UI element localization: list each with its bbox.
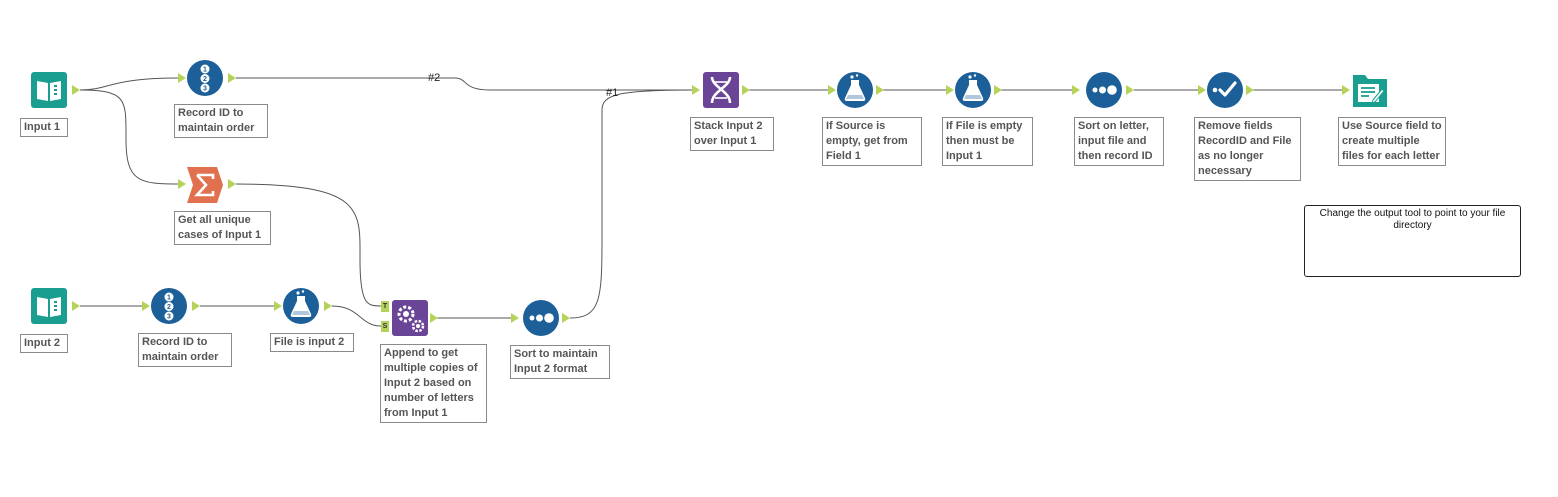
sigma-icon [187, 167, 223, 203]
comment-box[interactable]: Change the output tool to point to your … [1304, 205, 1521, 277]
append-label: Append to get multiple copies of Input 2… [380, 344, 487, 423]
formula-source-output-anchor[interactable] [876, 85, 884, 95]
dna-icon [703, 72, 739, 108]
input2-tool[interactable] [30, 287, 68, 325]
sort-final-tool[interactable] [1085, 71, 1123, 109]
record-id-icon: 1 2 3 [151, 288, 187, 324]
sort-final-input-anchor[interactable] [1072, 85, 1080, 95]
flask-icon [955, 72, 991, 108]
sort-final-output-anchor[interactable] [1126, 85, 1134, 95]
select-input-anchor[interactable] [1198, 85, 1206, 95]
formula-input2-label: File is input 2 [270, 333, 354, 352]
append-tool[interactable] [391, 299, 429, 337]
union-label: Stack Input 2 over Input 1 [690, 117, 774, 151]
wire-summarize-append [235, 183, 382, 307]
wire-input1-recordid [79, 77, 179, 91]
summarize-tool[interactable] [186, 166, 224, 204]
flask-icon [837, 72, 873, 108]
sort-final-label: Sort on letter, input file and then reco… [1074, 117, 1164, 166]
output-tool[interactable] [1351, 71, 1389, 109]
formula-input2-tool[interactable] [282, 287, 320, 325]
union-output-anchor[interactable] [742, 85, 750, 95]
svg-text:3: 3 [167, 314, 171, 321]
output-file-icon [1353, 75, 1387, 107]
union-input-anchor[interactable] [692, 85, 700, 95]
formula-source-tool[interactable] [836, 71, 874, 109]
recordid-bottom-output-anchor[interactable] [192, 301, 200, 311]
gears-icon [392, 300, 428, 336]
recordid-top-tool[interactable]: 1 2 3 [186, 59, 224, 97]
book-icon [31, 72, 67, 108]
select-label: Remove fields RecordID and File as no lo… [1194, 117, 1301, 181]
dots-icon [1086, 72, 1122, 108]
summarize-input-anchor[interactable] [178, 179, 186, 189]
wire-input1-summarize [79, 89, 179, 185]
select-tool[interactable] [1206, 71, 1244, 109]
union-tool[interactable] [702, 71, 740, 109]
recordid-top-output-anchor[interactable] [228, 73, 236, 83]
input1-label: Input 1 [20, 118, 68, 137]
wire-sort-union [569, 89, 695, 319]
sort-input2-output-anchor[interactable] [562, 313, 570, 323]
svg-text:2: 2 [167, 304, 171, 311]
recordid-bottom-label: Record ID to maintain order [138, 333, 232, 367]
sort-input2-input-anchor[interactable] [511, 313, 519, 323]
output-label: Use Source field to create multiple file… [1338, 117, 1446, 166]
svg-text:3: 3 [203, 86, 207, 93]
formula-source-input-anchor[interactable] [828, 85, 836, 95]
append-target-anchor[interactable]: T [381, 301, 389, 312]
flask-icon [283, 288, 319, 324]
sort-input2-tool[interactable] [522, 299, 560, 337]
svg-text:1: 1 [203, 67, 207, 74]
formula-file-label: If File is empty then must be Input 1 [942, 117, 1033, 166]
sort-input2-label: Sort to maintain Input 2 format [510, 345, 610, 379]
output-input-anchor[interactable] [1342, 85, 1350, 95]
recordid-bottom-input-anchor[interactable] [142, 301, 150, 311]
wire-label-2: #2 [428, 72, 441, 84]
wire-label-1: #1 [606, 87, 619, 99]
wire-recordid-union [236, 77, 694, 91]
formula-file-tool[interactable] [954, 71, 992, 109]
append-output-anchor[interactable] [430, 313, 438, 323]
recordid-bottom-tool[interactable]: 1 2 3 [150, 287, 188, 325]
formula-source-label: If Source is empty, get from Field 1 [822, 117, 922, 166]
wire-formula-append [331, 305, 382, 327]
formula-input2-input-anchor[interactable] [274, 301, 282, 311]
input2-label: Input 2 [20, 334, 68, 353]
input1-tool[interactable] [30, 71, 68, 109]
formula-input2-output-anchor[interactable] [324, 301, 332, 311]
record-id-icon: 1 2 3 [187, 60, 223, 96]
select-output-anchor[interactable] [1246, 85, 1254, 95]
input1-output-anchor[interactable] [72, 85, 80, 95]
recordid-top-label: Record ID to maintain order [174, 104, 268, 138]
formula-file-output-anchor[interactable] [994, 85, 1002, 95]
recordid-top-input-anchor[interactable] [178, 73, 186, 83]
dots-icon [523, 300, 559, 336]
book-icon [31, 288, 67, 324]
input2-output-anchor[interactable] [72, 301, 80, 311]
svg-text:1: 1 [167, 295, 171, 302]
formula-file-input-anchor[interactable] [946, 85, 954, 95]
summarize-label: Get all unique cases of Input 1 [174, 211, 271, 245]
append-source-anchor[interactable]: S [381, 321, 389, 332]
checkmark-icon [1207, 72, 1243, 108]
svg-text:2: 2 [203, 76, 207, 83]
summarize-output-anchor[interactable] [228, 179, 236, 189]
